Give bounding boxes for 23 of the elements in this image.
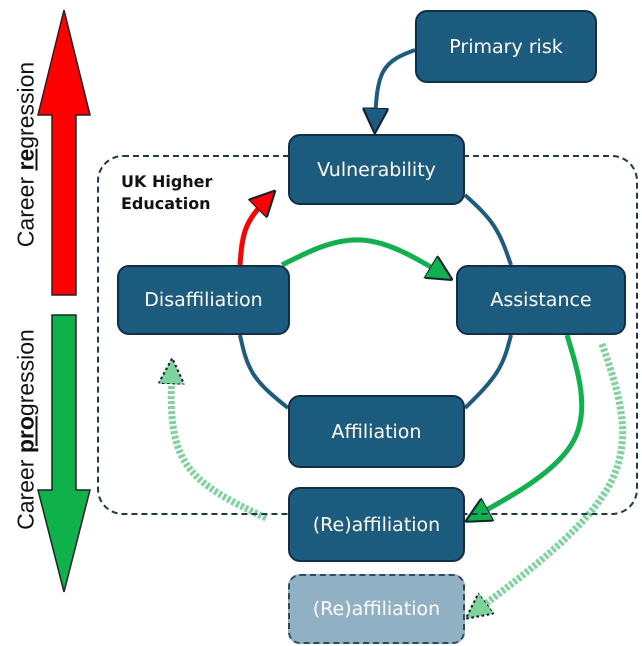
node-label: Affiliation	[332, 420, 422, 442]
node-label: Disaffiliation	[144, 289, 263, 311]
process-box	[288, 574, 465, 644]
node-label: Vulnerability	[317, 158, 436, 180]
process-box	[117, 265, 290, 335]
node-label: Assistance	[490, 289, 592, 311]
node-label: (Re)affiliation	[312, 514, 440, 536]
axis-label: Career regression	[12, 60, 40, 250]
axis-label: Career progression	[12, 328, 40, 532]
process-box	[288, 395, 465, 468]
arrow	[280, 237, 454, 282]
group-title: UK Higher Education	[121, 171, 214, 214]
node-label: Primary risk	[449, 36, 563, 58]
arrow	[238, 189, 276, 266]
arrow	[362, 48, 416, 135]
arrow	[157, 357, 268, 522]
process-box	[288, 134, 465, 205]
arrow	[464, 342, 626, 620]
process-box	[288, 487, 465, 562]
node-label: (Re)affiliation	[312, 598, 440, 620]
process-box	[415, 10, 597, 83]
arrow	[464, 334, 584, 523]
process-box	[456, 265, 626, 335]
